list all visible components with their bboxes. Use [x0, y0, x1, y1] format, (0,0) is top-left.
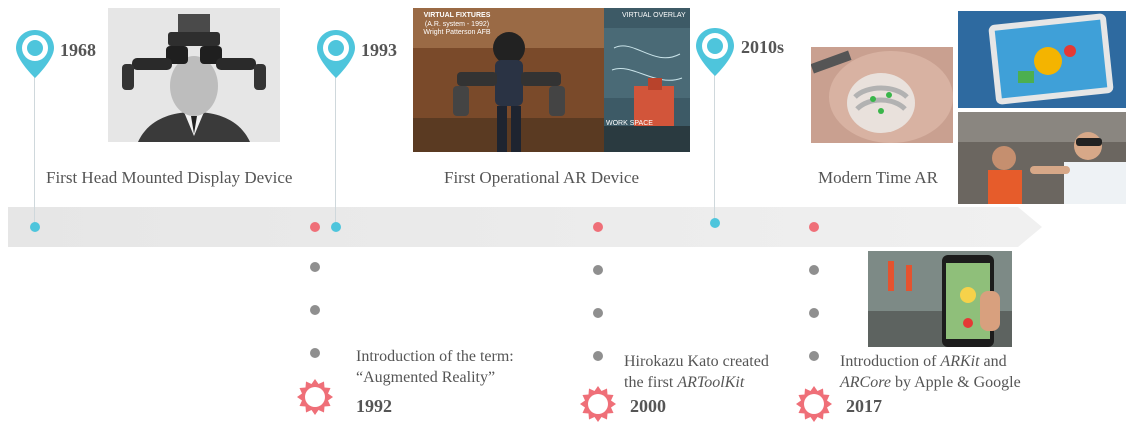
- year-2000: 2000: [630, 396, 666, 416]
- note-2017-line-1: Introduction of ARKit and: [840, 351, 1021, 372]
- virtual-fixtures-title: VIRTUAL FIXTURES: [423, 12, 491, 19]
- connector-dot: [809, 265, 819, 275]
- badge-icon: [580, 386, 616, 422]
- badge-icon: [297, 379, 333, 415]
- virtual-overlay-label: VIRTUAL OVERLAY: [622, 12, 686, 19]
- ar-headset-worker-photo: [958, 112, 1126, 204]
- note-2000-line-1: Hirokazu Kato created: [624, 353, 769, 370]
- location-pin-icon: [16, 30, 54, 78]
- arcore-term: ARCore: [840, 374, 891, 391]
- arkit-term: ARKit: [940, 353, 980, 370]
- year-1968: 1968: [60, 40, 96, 60]
- artoolkit-term: ARToolKit: [677, 374, 745, 391]
- connector-dot: [310, 348, 320, 358]
- connector-line-1993: [335, 70, 336, 228]
- virtual-fixtures-photo: VIRTUAL FIXTURES (A.R. system - 1992) Wr…: [413, 8, 604, 152]
- timeline-arrow: [8, 207, 1042, 247]
- virtual-overlay-photo: VIRTUAL OVERLAY WORK SPACE: [604, 8, 690, 152]
- note-1992: Introduction of the term: “Augmented Rea…: [356, 346, 514, 388]
- caption-1993: First Operational AR Device: [444, 168, 639, 187]
- note-2017-line-1-tail: and: [979, 353, 1007, 370]
- location-pin-icon: [696, 28, 734, 76]
- timeline-marker-2017: [809, 222, 819, 232]
- head-mounted-display-photo: [108, 8, 280, 142]
- connector-dot: [809, 308, 819, 318]
- caption-1968: First Head Mounted Display Device: [46, 168, 293, 187]
- connector-dot: [809, 351, 819, 361]
- year-2010s: 2010s: [741, 37, 785, 57]
- note-2000-line-2: the first ARToolKit: [624, 372, 769, 393]
- note-2017-line-2: ARCore by Apple & Google: [840, 372, 1021, 393]
- note-2017: Introduction of ARKit and ARCore by Appl…: [840, 351, 1021, 393]
- connector-dot: [310, 262, 320, 272]
- note-2017-line-1-text: Introduction of: [840, 353, 941, 370]
- badge-icon: [796, 386, 832, 422]
- ar-tablet-photo: [958, 11, 1126, 108]
- timeline-marker-1993: [331, 222, 341, 232]
- timeline-marker-1992: [310, 222, 320, 232]
- note-1992-line-2: “Augmented Reality”: [356, 369, 496, 386]
- virtual-fixtures-subtitle-1: (A.R. system - 1992): [424, 21, 490, 28]
- connector-dot: [593, 265, 603, 275]
- ar-phone-photo: [868, 251, 1012, 347]
- timeline-marker-2000: [593, 222, 603, 232]
- timeline-marker-1968: [30, 222, 40, 232]
- connector-dot: [310, 305, 320, 315]
- year-1993: 1993: [361, 40, 397, 60]
- ar-anatomy-photo: [811, 47, 953, 143]
- note-2017-line-2-tail: by Apple & Google: [890, 374, 1021, 391]
- location-pin-icon: [317, 30, 355, 78]
- timeline-marker-2010s: [710, 218, 720, 228]
- connector-line-1968: [34, 70, 35, 228]
- note-1992-line-1: Introduction of the term:: [356, 348, 514, 365]
- connector-dot: [593, 351, 603, 361]
- caption-2010s: Modern Time AR: [818, 168, 938, 187]
- note-2000-line-2-text: the first: [624, 374, 678, 391]
- year-1992: 1992: [356, 396, 392, 416]
- note-2000: Hirokazu Kato created the first ARToolKi…: [624, 351, 769, 393]
- virtual-fixtures-subtitle-2: Wright Patterson AFB: [423, 29, 491, 36]
- connector-dot: [593, 308, 603, 318]
- year-2017: 2017: [846, 396, 882, 416]
- connector-line-2010s: [714, 68, 715, 224]
- work-space-label: WORK SPACE: [606, 120, 653, 127]
